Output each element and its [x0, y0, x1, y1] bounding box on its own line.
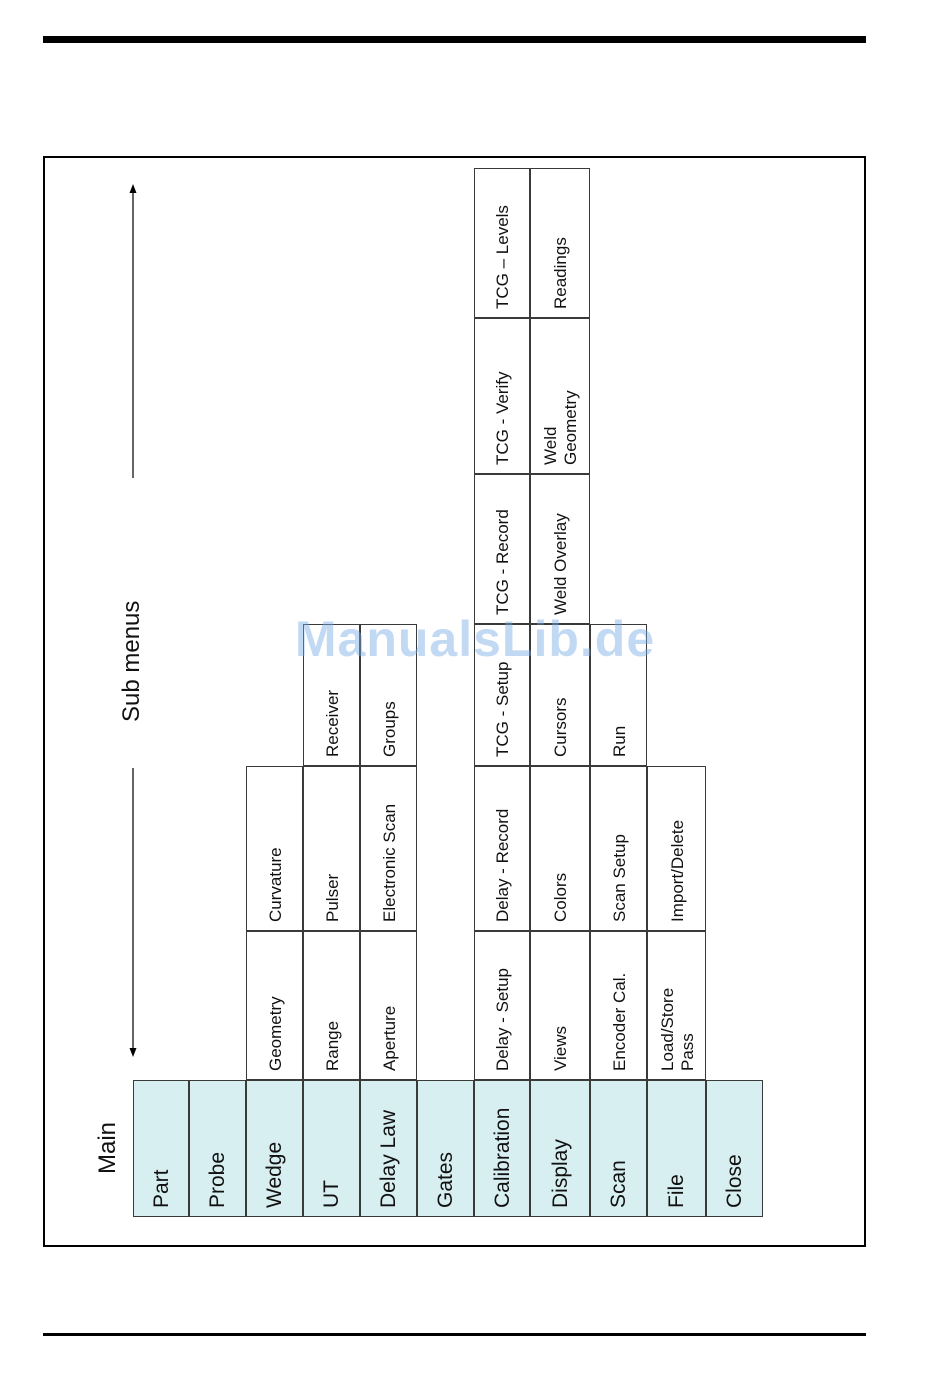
bottom-rule: [43, 1333, 866, 1336]
main-menu-item-label: Display: [548, 1139, 572, 1208]
sub-menu-item-display-label: Cursors: [551, 697, 570, 757]
sub-menu-item-delay-law: Electronic Scan: [360, 766, 417, 931]
sub-menu-item-display-label: Views: [551, 1025, 570, 1071]
sub-menu-item-scan: Encoder Cal.: [590, 931, 647, 1080]
sub-menu-item-display: Colors: [530, 766, 590, 931]
main-menu-item-label: Wedge: [263, 1141, 286, 1208]
main-menu-item-label: File: [665, 1174, 688, 1208]
sub-menu-item-delay-law: Groups: [360, 624, 417, 766]
sub-menu-item-calibration: Delay - Record: [474, 766, 530, 931]
main-menu-item-label: Probe: [206, 1151, 229, 1208]
main-menu-item: File: [647, 1080, 706, 1217]
sub-menu-item-scan-label: Run: [609, 725, 629, 757]
sub-menu-item-file-label: Load/Store Pass: [657, 987, 697, 1071]
sub-menu-item-scan: Scan Setup: [590, 766, 647, 931]
sub-menu-item-file: Import/Delete: [647, 766, 706, 931]
main-menu-item: UT: [303, 1080, 360, 1217]
sub-menu-item-scan-label: Encoder Cal.: [609, 972, 629, 1071]
main-menu-item-label: Delay Law: [377, 1109, 400, 1208]
main-heading: Main: [94, 1121, 121, 1174]
sub-menu-item-calibration: TCG - Setup: [474, 624, 530, 766]
sub-menu-item-ut: Receiver: [303, 624, 360, 766]
sub-menu-item-file-label: Import/Delete: [667, 819, 687, 922]
sub-menu-item-scan-label: Scan Setup: [609, 834, 629, 922]
sub-menu-item-calibration: Delay - Setup: [474, 931, 530, 1080]
main-menu-item-label: Scan: [607, 1160, 630, 1208]
main-menu-item-label: Gates: [434, 1151, 457, 1208]
main-menu-item-label: UT: [320, 1180, 343, 1208]
sub-menu-item-ut: Pulser: [303, 766, 360, 931]
sub-menu-item-wedge-label: Curvature: [265, 847, 285, 922]
sub-menu-item-delay-law-label: Electronic Scan: [379, 803, 399, 922]
main-menu-item: Probe: [189, 1080, 246, 1217]
sub-menu-item-calibration: TCG - Verify: [474, 318, 530, 474]
sub-menu-item-calibration-label: TCG – Levels: [493, 205, 512, 309]
sub-menu-item-display: Cursors: [530, 624, 590, 766]
sub-menu-item-display-label: Weld Overlay: [551, 513, 570, 615]
sub-menu-item-calibration-label: TCG - Verify: [493, 371, 512, 465]
sub-menu-item-ut-label: Pulser: [322, 873, 342, 922]
top-rule: [43, 36, 866, 43]
main-menu-item: Close: [706, 1080, 763, 1217]
sub-menu-item-delay-law: Aperture: [360, 931, 417, 1080]
main-menu-item-label: Part: [149, 1169, 173, 1208]
main-menu-item: Part: [133, 1080, 189, 1217]
sub-menu-item-calibration-label: TCG - Record: [493, 509, 512, 615]
sub-menu-item-calibration: TCG – Levels: [474, 168, 530, 318]
sub-menu-item-display-label: Readings: [551, 237, 570, 309]
sub-menu-item-calibration-label: Delay - Record: [493, 808, 512, 922]
main-menu-item-label: Close: [723, 1154, 746, 1208]
sub-menu-item-display-label: Weld Geometry: [541, 390, 581, 465]
sub-menu-item-display: Weld Geometry: [530, 318, 590, 474]
sub-menu-item-wedge: Geometry: [246, 931, 303, 1080]
sub-menu-item-delay-law-label: Groups: [379, 701, 399, 757]
sub-menu-item-display-label: Colors: [551, 872, 570, 922]
sub-menu-item-display: Views: [530, 931, 590, 1080]
main-menu-item: Wedge: [246, 1080, 303, 1217]
main-menu-item: Scan: [590, 1080, 647, 1217]
sub-menus-heading: Sub menus: [118, 600, 145, 722]
sub-menu-item-ut-label: Receiver: [322, 689, 342, 757]
sub-menu-item-calibration-label: Delay - Setup: [493, 968, 512, 1071]
sub-menu-item-file: Load/Store Pass: [647, 931, 706, 1080]
sub-menu-item-ut-label: Range: [322, 1020, 342, 1071]
main-menu-item: Calibration: [474, 1080, 530, 1217]
sub-menu-item-delay-law-label: Aperture: [379, 1005, 399, 1071]
menu-structure-frame: [43, 156, 866, 1247]
sub-menu-item-display: Weld Overlay: [530, 474, 590, 624]
sub-menu-item-wedge-label: Geometry: [265, 996, 285, 1071]
main-menu-item-label: Calibration: [490, 1107, 514, 1208]
main-menu-item: Gates: [417, 1080, 474, 1217]
sub-menu-item-ut: Range: [303, 931, 360, 1080]
main-menu-item: Delay Law: [360, 1080, 417, 1217]
sub-menu-item-wedge: Curvature: [246, 766, 303, 931]
main-menu-item: Display: [530, 1080, 590, 1217]
sub-menu-item-display: Readings: [530, 168, 590, 318]
sub-menu-item-calibration-label: TCG - Setup: [493, 661, 512, 757]
sub-menu-item-calibration: TCG - Record: [474, 474, 530, 624]
sub-menu-item-scan: Run: [590, 624, 647, 766]
